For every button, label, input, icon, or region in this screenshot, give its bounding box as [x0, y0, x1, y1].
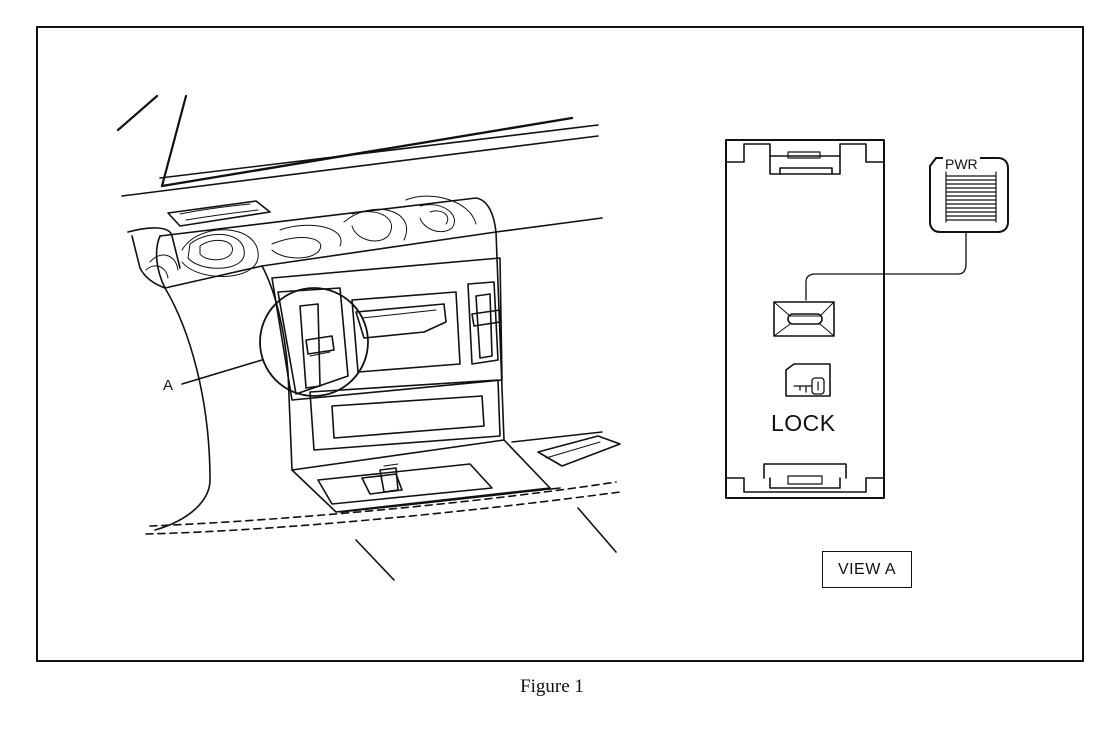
callout-label-a: A — [163, 377, 174, 394]
lock-label: LOCK — [771, 410, 836, 436]
dashboard-drawing — [116, 94, 621, 581]
power-button-icon — [929, 157, 1009, 233]
figure-caption: Figure 1 — [520, 676, 584, 697]
power-button-label: PWR — [943, 156, 980, 172]
figure-frame — [36, 26, 1084, 662]
callout-a-leader — [181, 359, 263, 385]
key-icon — [785, 363, 831, 397]
power-switch-location — [773, 301, 835, 337]
detail-circle-a — [259, 287, 369, 397]
view-a-label: VIEW A — [822, 551, 912, 588]
switch-panel-drawing — [725, 139, 967, 499]
